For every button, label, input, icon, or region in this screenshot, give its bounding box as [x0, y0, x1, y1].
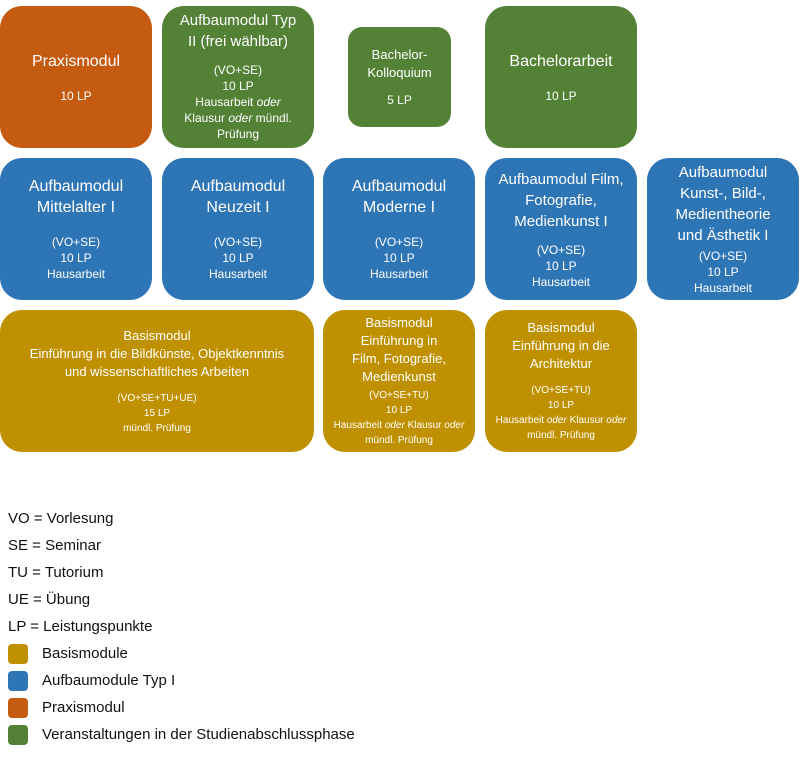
- exam-part: Hausarbeit: [195, 95, 257, 109]
- module-exam: Hausarbeit: [46, 267, 106, 281]
- module-kolloquium: Bachelor-Kolloquium 5 LP: [348, 27, 451, 127]
- module-praxis: Praxismodul 10 LP: [0, 6, 152, 148]
- module-lp: 5 LP: [387, 93, 412, 107]
- module-title: Bachelorarbeit: [509, 52, 613, 70]
- legend-label: Veranstaltungen in der Studienabschlussp…: [42, 726, 355, 743]
- module-kunst-theorie: Aufbaumodul Kunst-, Bild-, Medientheorie…: [647, 158, 799, 300]
- module-lp: 10 LP: [547, 400, 575, 411]
- module-title: Aufbaumodul Moderne I: [351, 178, 447, 216]
- module-bachelorarbeit: Bachelorarbeit 10 LP: [485, 6, 637, 148]
- exam-or: oder: [228, 111, 253, 125]
- legend-swatch: [8, 670, 28, 691]
- module-lp: 10 LP: [707, 265, 739, 279]
- module-mittelalter: Aufbaumodul Mittelalter I (VO+SE) 10 LP …: [0, 158, 152, 300]
- module-exam: Hausarbeit oder Klausur oder mündl. Prüf…: [331, 418, 467, 448]
- module-lp: 10 LP: [383, 251, 415, 265]
- module-lp: 10 LP: [60, 251, 92, 265]
- module-title: Praxismodul: [31, 52, 121, 70]
- exam-part: Hausarbeit: [495, 415, 547, 426]
- module-title: Aufbaumodul Film, Fotografie, Medienkuns…: [498, 170, 624, 230]
- module-film: Aufbaumodul Film, Fotografie, Medienkuns…: [485, 158, 637, 300]
- module-basis-film: Basismodul Einführung in Film, Fotografi…: [323, 310, 475, 452]
- module-format: (VO+SE+TU+UE): [117, 392, 197, 404]
- module-format: (VO+SE): [536, 242, 586, 257]
- module-title: Aufbaumodul Typ II (frei wählbar): [179, 12, 297, 50]
- legend-label: Basismodule: [42, 645, 128, 662]
- legend-label: Praxismodul: [42, 699, 125, 716]
- module-exam: Hausarbeit: [369, 267, 429, 281]
- module-title: Basismodul: [123, 327, 191, 343]
- module-format: (VO+SE): [213, 235, 263, 249]
- exam-part: Klausur: [404, 420, 445, 431]
- exam-or: oder: [606, 415, 627, 426]
- module-title: Bachelor-Kolloquium: [367, 47, 432, 80]
- module-title: Basismodul: [527, 320, 595, 335]
- exam-part: Klausur: [184, 111, 229, 125]
- module-title: Einführung in die Bildkünste, Objektkenn…: [29, 345, 285, 361]
- module-title: Aufbaumodul Neuzeit I: [190, 178, 286, 216]
- module-lp: 10 LP: [222, 79, 254, 93]
- module-format: (VO+SE): [698, 249, 748, 263]
- exam-or: oder: [384, 420, 405, 431]
- module-title: Einführung in Film, Fotografie, Medienku…: [352, 333, 446, 384]
- module-exam: Hausarbeit: [531, 274, 591, 289]
- module-basis-architektur: Basismodul Einführung in die Architektur…: [485, 310, 637, 452]
- module-moderne: Aufbaumodul Moderne I (VO+SE) 10 LP Haus…: [323, 158, 475, 300]
- legend-swatch: [8, 643, 28, 664]
- legend-abbrev: VO = Vorlesung: [8, 510, 114, 527]
- legend-color-basismodule: Basismodule: [8, 640, 355, 667]
- exam-part: Hausarbeit: [333, 420, 385, 431]
- module-exam: Hausarbeit oder Klausur oder mündl. Prüf…: [170, 94, 306, 142]
- module-title: Aufbaumodul Kunst-, Bild-, Medientheorie…: [675, 164, 771, 244]
- module-exam: Hausarbeit oder Klausur oder mündl. Prüf…: [493, 413, 629, 443]
- legend-color-aufbaumodule: Aufbaumodule Typ I: [8, 667, 355, 694]
- exam-part: mündl. Prüfung: [527, 430, 595, 441]
- exam-or: oder: [444, 420, 465, 431]
- exam-or: oder: [546, 415, 567, 426]
- legend: VO = Vorlesung SE = Seminar TU = Tutoriu…: [8, 505, 355, 748]
- module-basis-bildkuenste: Basismodul Einführung in die Bildkünste,…: [0, 310, 314, 452]
- exam-or: oder: [256, 95, 281, 109]
- module-format: (VO+SE+TU): [531, 385, 591, 396]
- module-exam: Hausarbeit: [208, 267, 268, 281]
- module-title: Einführung in die Architektur: [512, 338, 610, 371]
- module-title: Aufbaumodul Mittelalter I: [28, 178, 124, 216]
- module-lp: 10 LP: [222, 251, 254, 265]
- module-lp: 10 LP: [60, 88, 92, 103]
- legend-abbrev: TU = Tutorium: [8, 564, 104, 581]
- legend-abbrev: UE = Übung: [8, 591, 91, 608]
- module-format: (VO+SE): [213, 63, 263, 77]
- legend-color-abschlussphase: Veranstaltungen in der Studienabschlussp…: [8, 721, 355, 748]
- module-exam: Hausarbeit: [693, 281, 753, 295]
- legend-color-praxismodul: Praxismodul: [8, 694, 355, 721]
- module-title: und wissenschaftliches Arbeiten: [64, 363, 250, 379]
- module-format: (VO+SE): [51, 235, 101, 249]
- exam-part: mündl. Prüfung: [365, 435, 433, 446]
- legend-label: Aufbaumodule Typ I: [42, 672, 176, 689]
- legend-swatch: [8, 724, 28, 745]
- legend-abbrev: SE = Seminar: [8, 537, 101, 554]
- module-format: (VO+SE): [374, 235, 424, 249]
- module-neuzeit: Aufbaumodul Neuzeit I (VO+SE) 10 LP Haus…: [162, 158, 314, 300]
- module-lp: 10 LP: [545, 258, 577, 273]
- module-lp: 15 LP: [143, 407, 171, 419]
- module-aufbau-typ2: Aufbaumodul Typ II (frei wählbar) (VO+SE…: [162, 6, 314, 148]
- module-title: Basismodul: [365, 315, 433, 330]
- module-exam: mündl. Prüfung: [123, 422, 191, 434]
- legend-swatch: [8, 697, 28, 718]
- module-lp: 10 LP: [545, 88, 577, 103]
- exam-part: mündl. Prüfung: [216, 111, 292, 141]
- module-lp: 10 LP: [385, 405, 413, 416]
- legend-abbrev: LP = Leistungspunkte: [8, 618, 153, 635]
- exam-part: Klausur: [566, 415, 607, 426]
- module-format: (VO+SE+TU): [369, 390, 429, 401]
